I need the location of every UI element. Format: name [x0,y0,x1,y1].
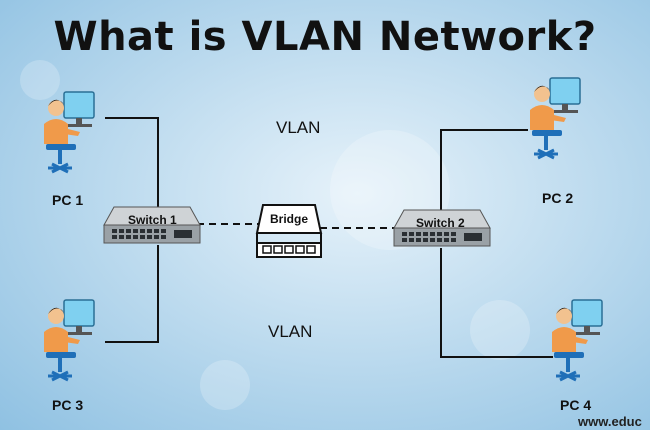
switch-1 [103,206,201,244]
background-bokeh [200,360,250,410]
computer-user-icon [44,91,95,174]
bridge-label: Bridge [270,212,309,226]
computer-user-icon [44,299,95,382]
background-bokeh [470,300,530,360]
watermark: www.educ [578,414,642,429]
computer-user-icon [530,77,581,160]
diagram-title: What is VLAN Network? [53,14,597,60]
link-pc1-switch1 [105,117,159,222]
link-pc2-switch2 [440,129,528,210]
switch2-label: Switch 2 [416,216,465,230]
pc2-label: PC 2 [542,190,574,206]
vlan-label-bottom: VLAN [268,322,313,341]
bridge-device [255,204,323,258]
computer-user-icon [552,299,603,382]
switch-2 [393,209,491,247]
switch1-label: Switch 1 [128,213,177,227]
pc1-label: PC 1 [52,192,84,208]
link-switch2-pc4 [440,248,553,358]
pc4-label: PC 4 [560,397,592,413]
background-bokeh [20,60,60,100]
link-switch1-pc3 [105,245,159,343]
vlan-label-top: VLAN [276,118,321,137]
pc3-label: PC 3 [52,397,84,413]
